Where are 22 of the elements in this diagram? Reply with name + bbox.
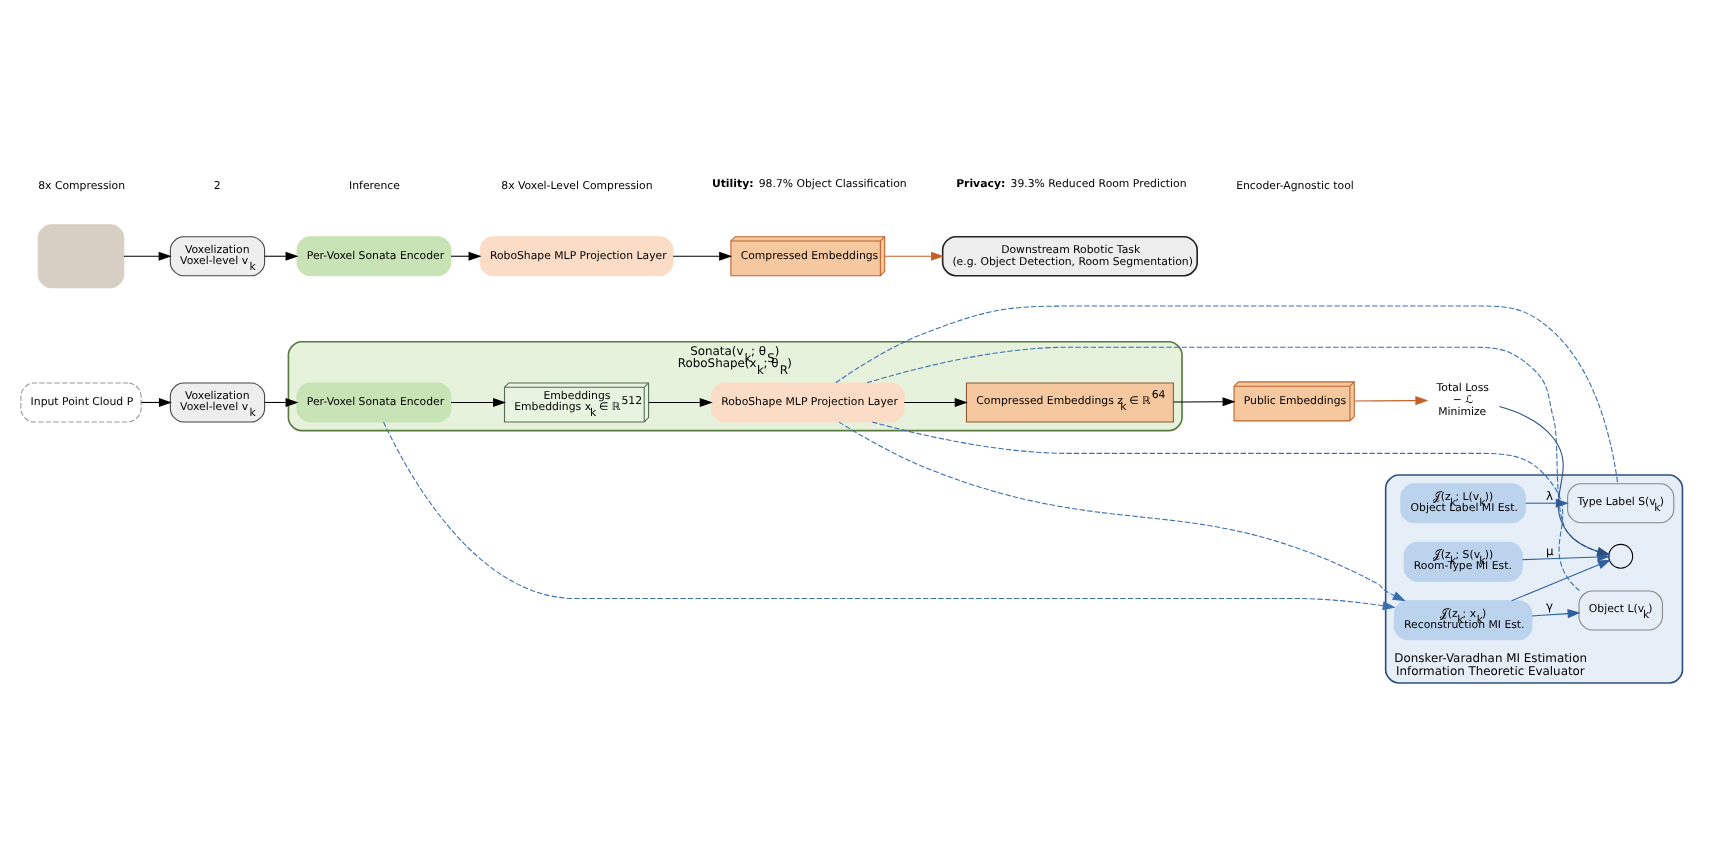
arrow [866, 345, 1611, 556]
node-circle [1608, 542, 1634, 568]
connector [871, 420, 1581, 591]
arrow [1353, 395, 1429, 405]
node-box [37, 223, 125, 288]
arrow [672, 250, 733, 260]
arrow [123, 250, 172, 260]
arrow [648, 396, 713, 406]
arrow [264, 396, 299, 406]
arrow [1173, 396, 1236, 406]
arrow [1531, 608, 1581, 618]
arrow [838, 420, 1406, 601]
arrow [903, 396, 968, 406]
arrow [264, 250, 299, 260]
arrow [383, 420, 1396, 610]
arrow [1511, 558, 1611, 601]
arrow [1525, 497, 1569, 507]
arrow [140, 396, 172, 406]
connector [835, 304, 1619, 484]
arrow [1498, 405, 1611, 555]
arrow [450, 396, 507, 406]
arrow [884, 250, 945, 260]
